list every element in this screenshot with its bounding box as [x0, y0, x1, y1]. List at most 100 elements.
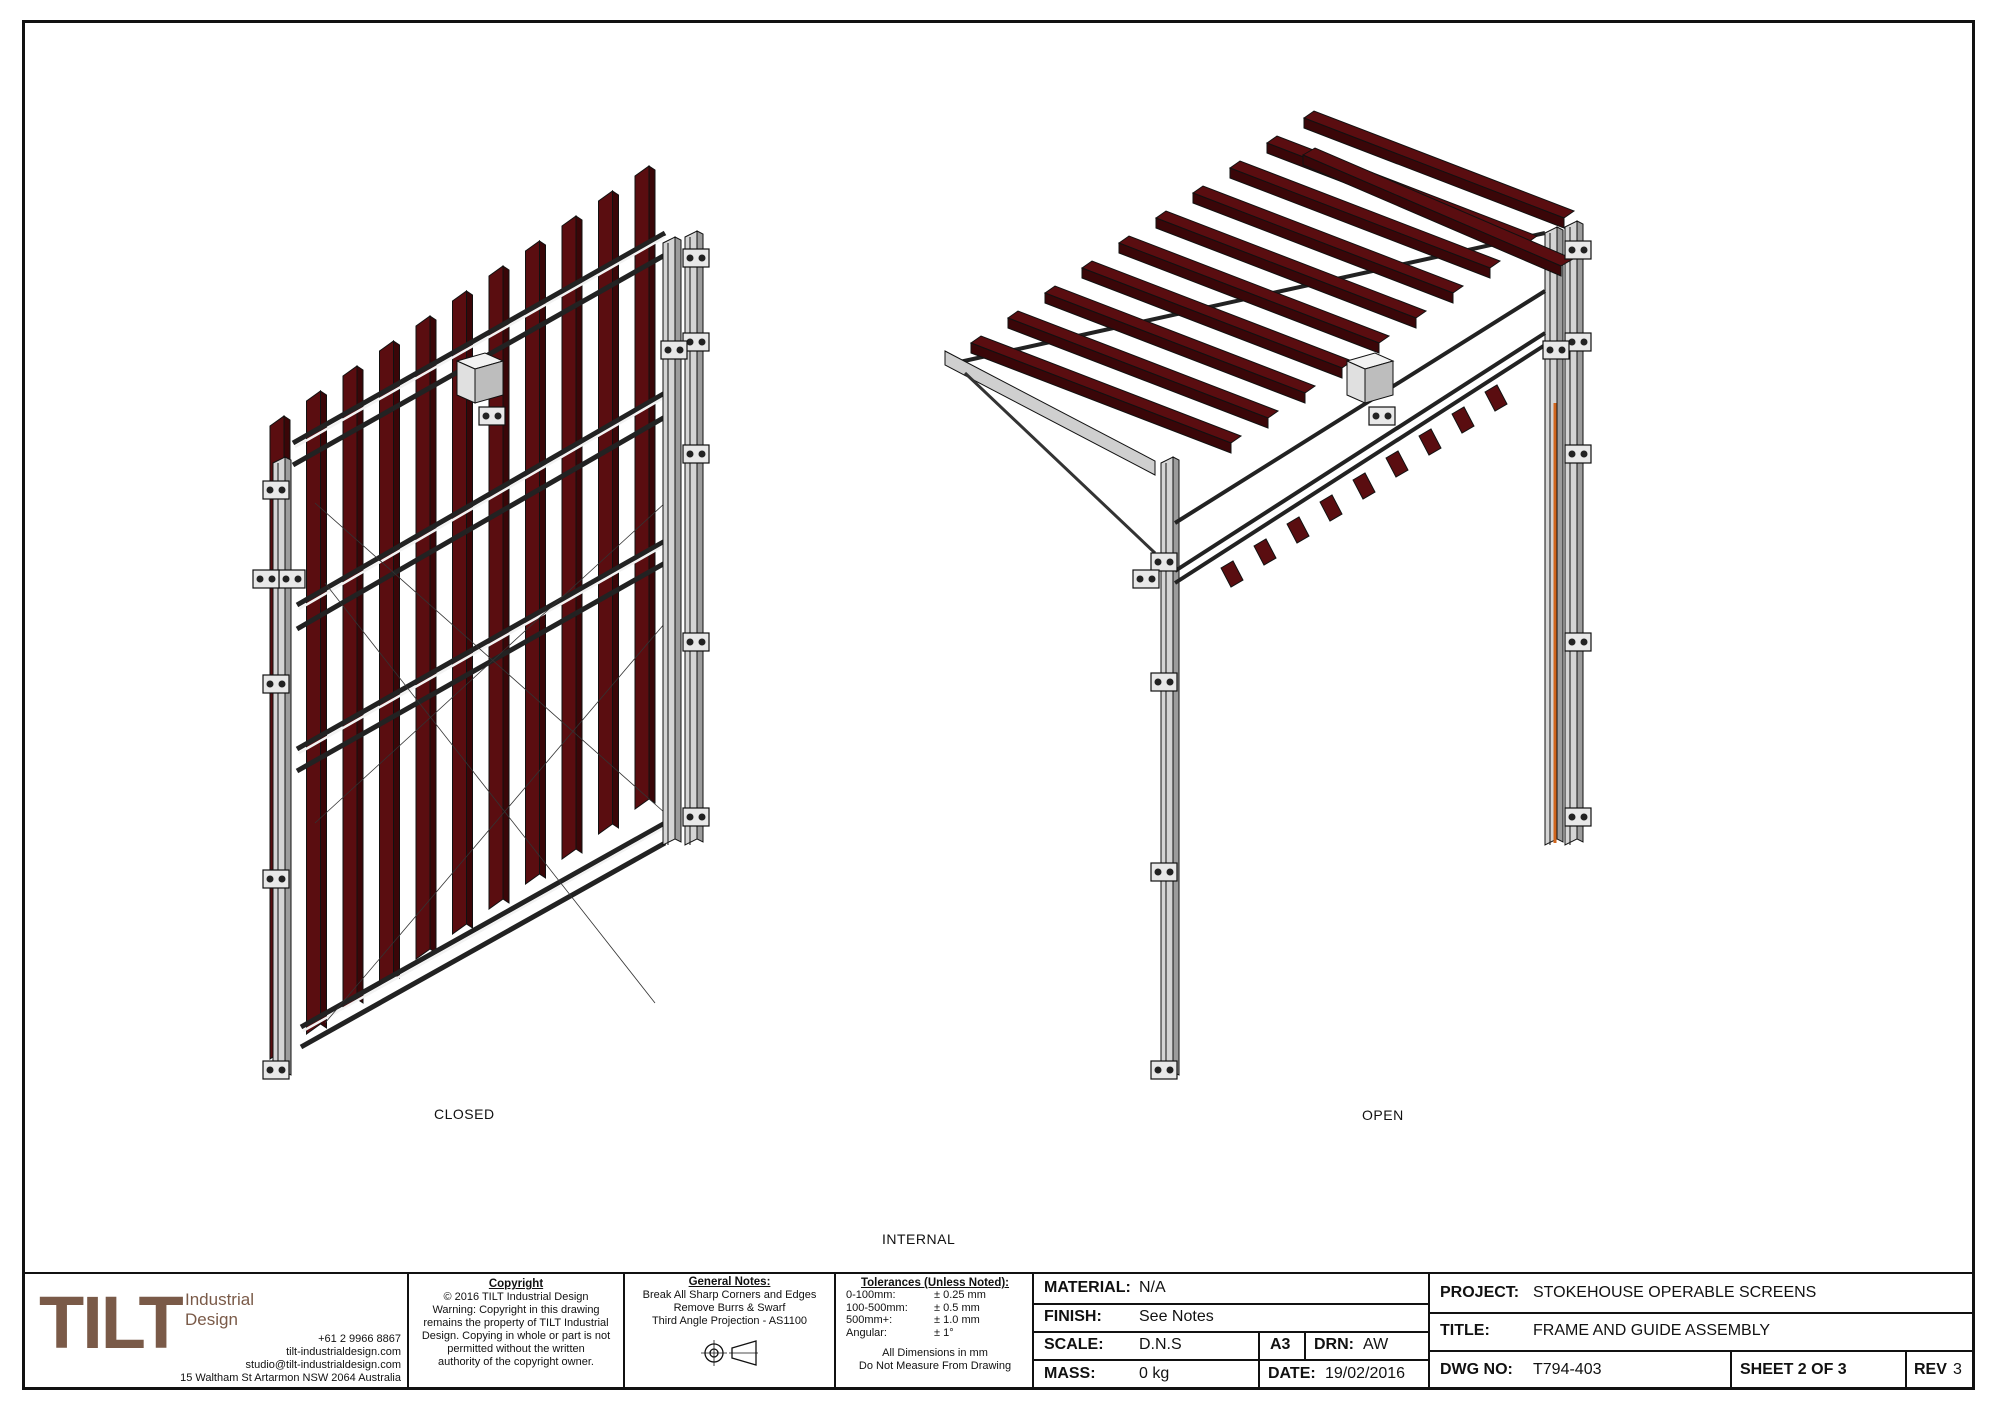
closed-rail-highlight [302, 825, 666, 1033]
project-panel: PROJECT: STOKEHOUSE OPERABLE SCREENS TIT… [1430, 1274, 1972, 1389]
open-rail [1173, 331, 1547, 573]
closed-bracket-bolt [266, 875, 274, 883]
closed-bracket [682, 444, 710, 464]
dwg-label: DWG NO: [1440, 1361, 1513, 1378]
open-bracket-bolt [1166, 1066, 1174, 1074]
closed-rail [299, 820, 667, 1030]
drn-value: AW [1363, 1336, 1389, 1353]
open-blade-edge [1007, 317, 1269, 429]
closed-motor-bracket-bolt [482, 412, 490, 420]
copyright-line: permitted without the written [447, 1343, 585, 1355]
copyright-line: authority of the copyright owner. [438, 1356, 594, 1368]
open-bracket-bolt [1154, 868, 1162, 876]
closed-bracket-bolt [676, 346, 684, 354]
open-bracket-bolt [1154, 678, 1162, 686]
open-bracket [1150, 1060, 1178, 1080]
closed-bracket-bolt [686, 254, 694, 262]
closed-bracket-bolt [686, 450, 694, 458]
closed-blade-side [575, 215, 583, 854]
closed-left-post-side [284, 456, 292, 1076]
open-bracket-bolt [1568, 246, 1576, 254]
closed-blade-side [612, 190, 619, 829]
drawing-border [22, 20, 1975, 1390]
open-blade-edge [1192, 192, 1454, 304]
open-label: OPEN [1362, 1107, 1404, 1123]
closed-bracket [682, 248, 710, 268]
closed-blade-side [648, 165, 656, 804]
closed-right-post [662, 236, 676, 846]
open-front-arm [944, 350, 1156, 476]
title-block: TILT Industrial Design +61 2 9966 8867 t… [25, 1272, 1972, 1389]
open-bracket [1564, 444, 1592, 464]
mass-label: MASS: [1044, 1365, 1096, 1382]
closed-bracket-bolt [698, 813, 706, 821]
open-blade-tip [1220, 560, 1244, 588]
closed-blade [306, 390, 321, 1035]
closed-blade [415, 315, 431, 960]
tolerance-row: 0-100mm:± 0.25 mm [846, 1289, 1024, 1302]
closed-rail [295, 414, 667, 632]
closed-rail [291, 230, 667, 446]
closed-bracket-bolt [278, 680, 286, 688]
tolerance-row: 100-500mm:± 0.5 mm [846, 1302, 1024, 1315]
tilt-logo: TILT [39, 1281, 184, 1364]
closed-bracket-bolt [282, 575, 290, 583]
closed-motor-side [474, 360, 504, 404]
closed-bracket-bolt [686, 338, 694, 346]
closed-motor-front [456, 360, 476, 404]
copyright-line: Design. Copying in whole or part is not [421, 1330, 611, 1342]
open-bracket-bolt [1568, 338, 1576, 346]
closed-rail-highlight [298, 395, 666, 611]
rev-value: 3 [1953, 1361, 1962, 1378]
logo-line2: Design [185, 1310, 238, 1329]
tolerances-panel: Tolerances (Unless Noted): 0-100mm:± 0.2… [836, 1274, 1034, 1389]
open-blade-edge [1303, 117, 1565, 229]
open-bracket-bolt [1568, 450, 1576, 458]
scale-label: SCALE: [1044, 1336, 1104, 1353]
closed-right-post-rear [684, 230, 698, 846]
scale-value: D.N.S [1139, 1336, 1182, 1353]
open-left-post [1160, 456, 1174, 1079]
closed-right-post-side [674, 236, 682, 843]
closed-right-post-rear-side [696, 230, 704, 843]
phone: +61 2 9966 8867 [318, 1333, 401, 1345]
open-bracket-bolt [1148, 575, 1156, 583]
closed-rail-highlight [298, 543, 666, 755]
open-blade-tip [1385, 450, 1409, 478]
address: 15 Waltham St Artarmon NSW 2064 Australi… [180, 1372, 401, 1384]
internal-label: INTERNAL [882, 1231, 956, 1247]
closed-bracket [262, 480, 290, 500]
dimensions-note: All Dimensions in mm [882, 1347, 988, 1359]
open-bracket [1150, 672, 1178, 692]
closed-bracket [262, 869, 290, 889]
closed-blade-side [393, 340, 400, 979]
closed-left-post [272, 456, 286, 1079]
open-motor-side [1364, 360, 1394, 404]
open-blade-tip [1451, 406, 1475, 434]
open-blade-edge [1081, 267, 1343, 379]
open-strut [963, 371, 1157, 555]
material-value: N/A [1139, 1279, 1166, 1296]
open-bracket-bolt [1166, 868, 1174, 876]
tolerance-range: 500mm+: [846, 1314, 893, 1326]
closed-blade [525, 240, 540, 885]
closed-blade [379, 340, 394, 985]
open-bracket-bolt [1568, 813, 1576, 821]
open-bracket [1542, 340, 1570, 360]
closed-blade [342, 365, 358, 1010]
open-bracket [1132, 569, 1160, 589]
tolerance-row: Angular:± 1° [846, 1327, 1024, 1340]
open-bracket-bolt [1558, 346, 1566, 354]
closed-blade-side [320, 390, 327, 1029]
closed-bracket [262, 1060, 290, 1080]
tolerance-value: ± 0.25 mm [934, 1289, 986, 1301]
general-notes-panel: General Notes: Break All Sharp Corners a… [625, 1274, 836, 1389]
closed-bracket [660, 340, 688, 360]
open-bracket [1150, 862, 1178, 882]
drn-label: DRN: [1314, 1336, 1354, 1353]
closed-cable [314, 502, 666, 814]
general-notes-heading: General Notes: [688, 1276, 771, 1288]
open-right-post-side [1556, 226, 1564, 843]
website: tilt-industrialdesign.com [286, 1346, 401, 1358]
copyright-line: © 2016 TILT Industrial Design [443, 1291, 589, 1303]
